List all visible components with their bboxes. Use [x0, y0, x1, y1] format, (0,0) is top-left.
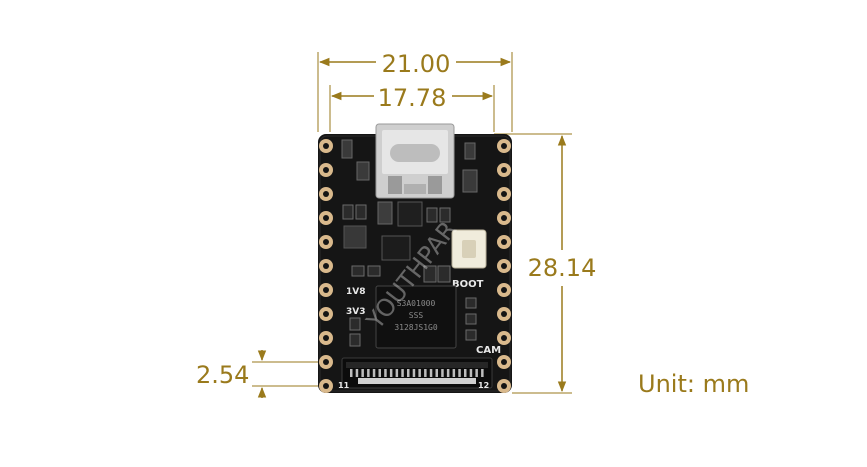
fpc-pin: [446, 369, 450, 377]
fpc-pin: [372, 369, 376, 377]
fpc-pin: [418, 369, 421, 377]
pad-hole: [323, 143, 329, 149]
pad-hole: [323, 191, 329, 197]
fpc-pin: [458, 369, 461, 377]
pad-hole: [323, 263, 329, 269]
pad-hole: [501, 167, 507, 173]
fpc-pin: [424, 369, 427, 377]
boot-button: [451, 229, 487, 269]
pcb-board: BOOT 1V8 3V3 S3A01000 SSS 3128JS1G0 CAM: [318, 123, 512, 393]
pad-hole: [323, 359, 329, 365]
pad-hole: [501, 287, 507, 293]
pad-hole: [501, 359, 507, 365]
chip-marking-line-2: SSS: [409, 311, 424, 320]
pad-hole: [323, 287, 329, 293]
pad-hole: [501, 191, 507, 197]
dimension-width-inner: 17.78: [329, 84, 495, 132]
dimension-pitch-label: 2.54: [196, 361, 249, 389]
fpc-pin: [350, 369, 353, 377]
cam-label: CAM: [476, 345, 501, 356]
pin-label-right: 12: [478, 381, 489, 390]
voltage-label-1v8: 1V8: [346, 287, 366, 297]
pad-hole: [501, 383, 507, 389]
dimension-width-inner-label: 17.78: [378, 84, 447, 112]
fpc-pin: [384, 369, 387, 377]
pad-hole: [501, 311, 507, 317]
fpc-pin: [355, 369, 359, 377]
boot-label: BOOT: [452, 279, 484, 290]
dimension-pitch: 2.54: [196, 350, 322, 398]
dimension-height: 28.14: [494, 133, 597, 394]
dimension-width-outer-label: 21.00: [382, 50, 451, 78]
pad-hole: [323, 215, 329, 221]
fpc-pin: [412, 369, 416, 377]
fpc-pin: [395, 369, 399, 377]
fpc-pin: [367, 369, 370, 377]
chip-marking-line-1: S3A01000: [397, 299, 436, 308]
dimension-height-label: 28.14: [528, 254, 597, 282]
camera-fpc-connector: [341, 357, 493, 389]
unit-label: Unit: mm: [638, 370, 749, 398]
main-soc-chip: S3A01000 SSS 3128JS1G0: [375, 285, 457, 349]
pad-hole: [323, 311, 329, 317]
fpc-pin: [407, 369, 410, 377]
fpc-pin: [435, 369, 438, 377]
castellated-pads: [319, 139, 511, 393]
fpc-pin: [464, 369, 467, 377]
usb-c-connector: [375, 123, 455, 199]
voltage-label-3v3: 3V3: [346, 307, 366, 317]
fpc-pin: [378, 369, 381, 377]
chip-marking-line-3: 3128JS1G0: [394, 323, 438, 332]
pad-hole: [501, 143, 507, 149]
fpc-pin: [452, 369, 456, 377]
fpc-pin: [389, 369, 393, 377]
fpc-pin: [475, 369, 478, 377]
fpc-pin: [481, 369, 484, 377]
pad-hole: [501, 239, 507, 245]
fpc-pin: [469, 369, 473, 377]
pad-hole: [501, 335, 507, 341]
pin-label-left: 11: [338, 381, 350, 390]
pad-hole: [323, 167, 329, 173]
pad-hole: [323, 239, 329, 245]
fpc-pin: [441, 369, 444, 377]
pad-hole: [323, 335, 329, 341]
dimension-width-outer: 21.00: [317, 50, 513, 132]
pad-hole: [501, 263, 507, 269]
fpc-pin: [401, 369, 404, 377]
fpc-pin: [429, 369, 433, 377]
fpc-pin: [361, 369, 364, 377]
pad-hole: [323, 383, 329, 389]
pad-hole: [501, 215, 507, 221]
